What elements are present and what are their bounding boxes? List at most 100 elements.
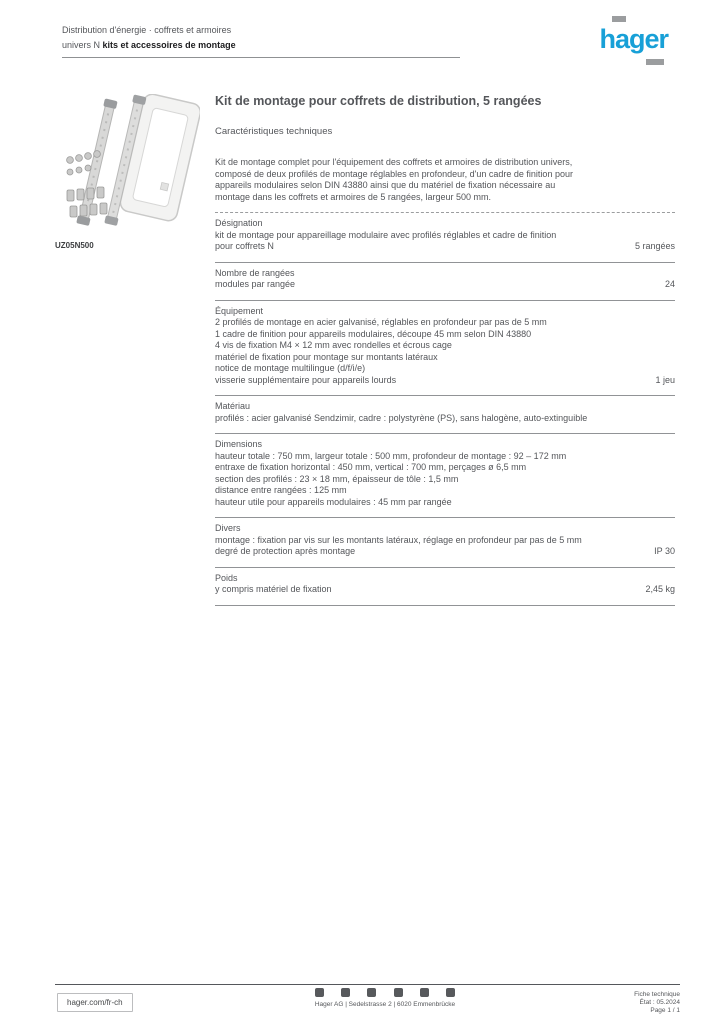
spec-row-label: Matériau — [215, 401, 251, 411]
footer-doc-type: Fiche technique — [634, 991, 680, 998]
spec-row-line: section des profilés : 23 × 18 mm, épais… — [215, 474, 675, 486]
spec-row-line: profilés : acier galvanisé Sendzimir, ca… — [215, 413, 675, 425]
spec-row-line: distance entre rangées : 125 mm — [215, 485, 675, 497]
fixing-screws — [66, 150, 108, 218]
spec-row-line: pour coffrets N 5 rangées — [215, 241, 675, 253]
spec-line-text: kit de montage pour appareillage modulai… — [215, 229, 557, 240]
spec-row-line: appareils modulaires selon DIN 43880 ain… — [215, 180, 675, 192]
email-icon[interactable] — [445, 988, 455, 997]
footer-page-number: Page 1 / 1 — [650, 1007, 680, 1014]
spec-row-label: Nombre de rangées — [215, 267, 295, 278]
spec-row-label: Désignation — [215, 218, 263, 228]
spec-line-text: matériel de fixation pour montage sur mo… — [215, 351, 438, 362]
spec-line-text: section des profilés : 23 × 18 mm, épais… — [215, 473, 459, 484]
header-category: Distribution d'énergie · coffrets et arm… — [62, 25, 232, 35]
spec-row-line: matériel de fixation pour montage sur mo… — [215, 352, 675, 364]
spec-row-value: 1 jeu — [655, 374, 675, 385]
product-photo — [66, 94, 200, 226]
footer-center: Hager AG | Sedelstrasse 2 | 6020 Emmenbr… — [287, 988, 483, 1009]
footer-address: Hager AG | Sedelstrasse 2 | 6020 Emmenbr… — [314, 1001, 456, 1008]
spec-line-text: appareils modulaires selon DIN 43880 ain… — [215, 180, 556, 190]
spec-row-value: 5 rangées — [634, 241, 675, 251]
finishing-frame — [119, 94, 200, 222]
spec-row-line: visserie supplémentaire pour appareils l… — [215, 375, 675, 387]
spec-line-text: 4 vis de fixation M4 × 12 mm avec rondel… — [215, 340, 452, 350]
spec-row-label: Dimensions — [215, 439, 263, 449]
spec-line-text: pour coffrets N — [215, 241, 274, 251]
header-family: kits et accessoires de montage — [102, 40, 236, 50]
spec-line-text: profilés : acier galvanisé Sendzimir, ca… — [215, 412, 588, 423]
site-link[interactable]: hager.com/fr-ch — [57, 993, 133, 1012]
mounting-rail-right — [104, 94, 147, 226]
main-content: Kit de montage pour coffrets de distribu… — [215, 93, 675, 606]
spec-row-value: 24 — [664, 279, 675, 289]
spec-line-text: y compris matériel de fixation — [215, 584, 332, 594]
spec-line-text: 2 profilés de montage en acier galvanisé… — [215, 317, 547, 327]
spec-row-label: Équipement — [215, 305, 264, 316]
page-title: Kit de montage pour coffrets de distribu… — [215, 94, 542, 108]
spec-line-text: degré de protection après montage — [215, 546, 356, 556]
spec-line-text: composé de deux profilés de montage régl… — [215, 168, 573, 179]
spec-row-line: montage : fixation par vis sur les monta… — [215, 535, 675, 547]
header-divider — [62, 57, 460, 58]
spec-line-text: distance entre rangées : 125 mm — [215, 485, 347, 495]
spec-line-text: visserie supplémentaire pour appareils l… — [215, 374, 397, 385]
footer-page-info: Fiche technique État : 05.2024 Page 1 / … — [634, 991, 680, 1015]
spec-row-line: y compris matériel de fixation 2,45 kg — [215, 584, 675, 596]
spec-row-value: 2,45 kg — [645, 584, 675, 594]
spec-line-text: Kit de montage complet pour l'équipement… — [215, 157, 573, 167]
hager-logo: hager — [599, 24, 669, 54]
header: Distribution d'énergie · coffrets et arm… — [62, 24, 462, 58]
spec-row-line: entraxe de fixation horizontal : 450 mm,… — [215, 462, 675, 474]
spec-row-line: modules par rangée 24 — [215, 279, 675, 291]
registration-mark — [612, 16, 626, 22]
x-icon[interactable] — [341, 988, 351, 997]
header-subcategory: univers N kits et accessoires de montage — [62, 39, 462, 52]
header-range: univers N — [62, 40, 101, 50]
instagram-icon[interactable] — [419, 988, 429, 997]
leader-space — [274, 241, 635, 253]
footer-icon-row — [315, 988, 455, 997]
footer: hager.com/fr-ch Hager AG | Sedelstrasse … — [55, 984, 680, 1020]
leader-space — [396, 375, 655, 387]
spec-row-value: IP 30 — [654, 546, 675, 556]
spec-row-line: notice de montage multilingue (d/f/i/e) — [215, 363, 675, 375]
leader-space — [295, 279, 665, 291]
spec-line-text: montage : fixation par vis sur les monta… — [215, 534, 582, 545]
spec-row-line: composé de deux profilés de montage régl… — [215, 169, 675, 181]
spec-line-text: modules par rangée — [215, 279, 296, 289]
spec-line-text: entraxe de fixation horizontal : 450 mm,… — [215, 462, 527, 472]
spec-row: Kit de montage complet pour l'équipement… — [215, 152, 675, 213]
linkedin-icon[interactable] — [367, 988, 377, 997]
spec-line-text: hauteur utile pour appareils modulaires … — [215, 496, 452, 507]
spec-row-line: 1 cadre de finition pour appareils modul… — [215, 329, 675, 341]
spec-row-label: Divers — [215, 523, 241, 533]
spec-table: Kit de montage complet pour l'équipement… — [215, 152, 675, 606]
spec-row-line: montage dans les coffrets et armoires de… — [215, 192, 675, 204]
spec-row-line: hauteur utile pour appareils modulaires … — [215, 497, 675, 509]
section-heading: Caractéristiques techniques — [215, 126, 333, 137]
facebook-icon[interactable] — [315, 988, 324, 997]
youtube-icon[interactable] — [393, 988, 403, 997]
spec-row-line: 4 vis de fixation M4 × 12 mm avec rondel… — [215, 340, 675, 352]
footer-date: État : 05.2024 — [639, 999, 680, 1006]
spec-row-line: Kit de montage complet pour l'équipement… — [215, 157, 675, 169]
spec-line-text: 1 cadre de finition pour appareils modul… — [215, 328, 532, 339]
spec-line-text: montage dans les coffrets et armoires de… — [215, 191, 491, 202]
spec-row-line: hauteur totale : 750 mm, largeur totale … — [215, 451, 675, 463]
spec-line-text: notice de montage multilingue (d/f/i/e) — [215, 363, 366, 373]
registration-mark — [646, 59, 664, 65]
leader-space — [355, 546, 654, 558]
spec-row-line: 2 profilés de montage en acier galvanisé… — [215, 317, 675, 329]
spec-line-text: hauteur totale : 750 mm, largeur totale … — [215, 450, 567, 461]
spec-row-line: degré de protection après montage IP 30 — [215, 546, 675, 558]
spec-row-line: kit de montage pour appareillage modulai… — [215, 230, 675, 242]
leader-space — [332, 584, 646, 596]
